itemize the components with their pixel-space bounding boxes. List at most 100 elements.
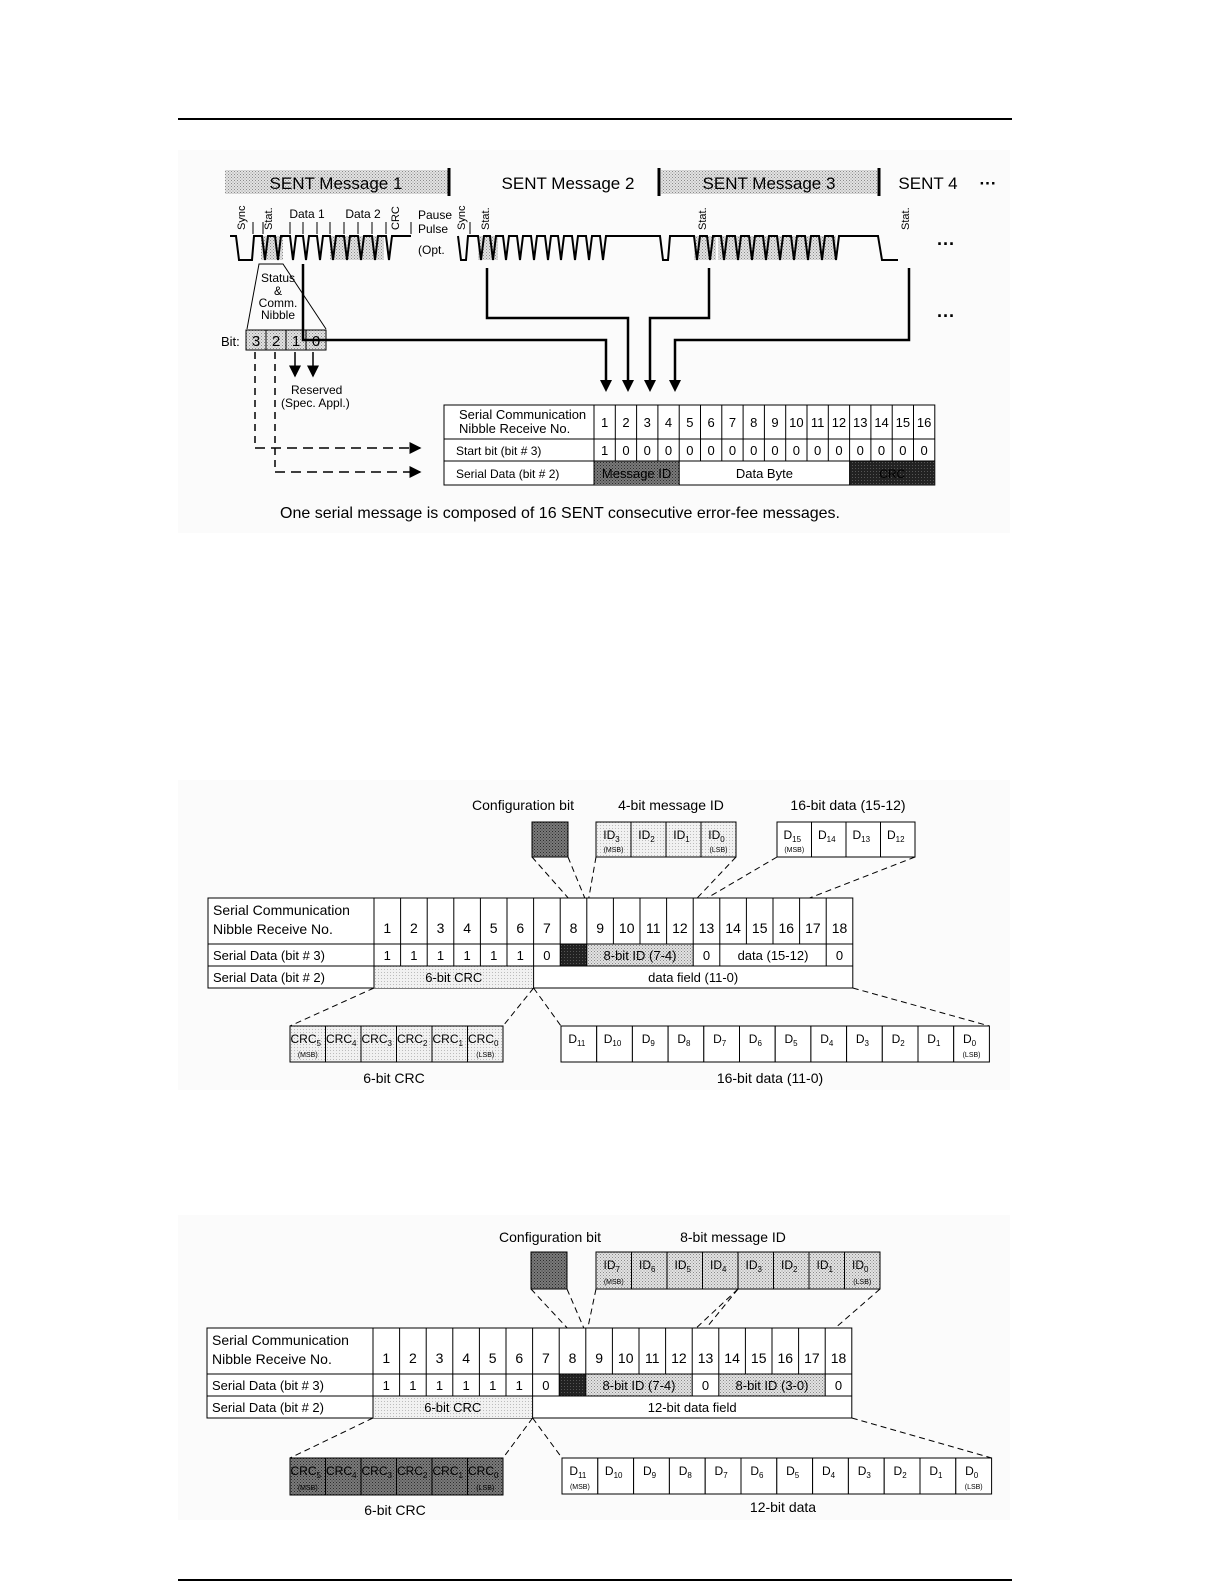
start-bit-value: 0 <box>899 443 906 458</box>
zoom-line <box>567 856 586 899</box>
nibble-ticks <box>252 222 471 234</box>
message-id-bit <box>630 821 667 858</box>
data-bottom-bit <box>810 1025 848 1063</box>
row-2-value: 0 <box>542 1378 549 1393</box>
start-bit-value: 0 <box>665 443 672 458</box>
table-header-line-2: Nibble Receive No. <box>459 421 570 436</box>
table-header-line-2: Nibble Receive No. <box>212 1351 332 1367</box>
crc-bit <box>467 1025 504 1063</box>
nibble-number: 15 <box>752 920 768 936</box>
data-field-cell: data field (11-0) <box>648 970 738 985</box>
nibble-number: 10 <box>618 1350 634 1366</box>
message-id-bit-note: (MSB) <box>604 847 624 854</box>
crc-bit-note: (MSB) <box>298 1485 318 1492</box>
nibble-number: 13 <box>699 920 715 936</box>
start-bit-value: 0 <box>729 443 736 458</box>
data-bottom-bit <box>561 1457 599 1495</box>
crc-bit-label: CRC0 <box>468 1464 499 1480</box>
nibble-number: 2 <box>410 920 418 936</box>
row-3-label: Serial Data (bit # 2) <box>213 970 325 985</box>
crc-bit-label: CRC1 <box>433 1464 464 1480</box>
row-2-value: 1 <box>410 948 417 963</box>
serial-data-label: Serial Data (bit # 2) <box>456 467 559 481</box>
nibble-number: 10 <box>789 415 803 430</box>
message-id-bit <box>702 1251 739 1290</box>
data-bottom-bit <box>668 1457 706 1495</box>
nibble-number: 17 <box>805 920 821 936</box>
nibble-number: 14 <box>874 415 888 430</box>
crc-bit-label: CRC3 <box>362 1464 393 1480</box>
signal-label-stat-4: Stat. <box>900 207 912 230</box>
crc-bit <box>467 1457 504 1496</box>
start-bit-value: 0 <box>835 443 842 458</box>
crc-bit-note: (LSB) <box>476 1052 494 1059</box>
message-connectors <box>301 264 911 380</box>
crc-bit <box>360 1457 397 1496</box>
config-bit-cell <box>560 944 587 966</box>
data-bottom-bit <box>667 1025 705 1063</box>
crc-bit <box>396 1025 433 1063</box>
figure-enhanced-4bit-id: Configuration bit 4-bit message ID 16-bi… <box>178 780 1010 1090</box>
zoom-line <box>587 1288 597 1329</box>
message-id-cell: Message ID <box>602 466 671 481</box>
data-top-bit-note: (MSB) <box>784 847 804 854</box>
config-bit-box <box>531 821 569 858</box>
nibble-number: 1 <box>382 1350 390 1366</box>
crc-bit-label: CRC2 <box>397 1032 428 1048</box>
nibble-number: 4 <box>463 920 471 936</box>
data-bottom-bit <box>881 1025 919 1063</box>
start-bit-value: 0 <box>686 443 693 458</box>
data-bottom-bit <box>846 1025 883 1063</box>
message-id-bit <box>595 821 632 858</box>
crc-bit-label: CRC5 <box>291 1032 322 1048</box>
table-header-line-2: Nibble Receive No. <box>213 921 333 937</box>
nibble-number: 12 <box>832 415 846 430</box>
message-ellipsis: ··· <box>980 174 997 193</box>
crc-shade <box>374 966 534 988</box>
id-high-cell: 8-bit ID (7-4) <box>603 1378 676 1393</box>
start-bit-value: 0 <box>921 443 928 458</box>
nibble-number: 13 <box>698 1350 714 1366</box>
nibble-number: 18 <box>832 920 848 936</box>
row-2-value: 1 <box>490 948 497 963</box>
crc-caption: 6-bit CRC <box>363 1070 424 1086</box>
crc-bit-label: CRC5 <box>291 1464 322 1480</box>
message-id-label: 8-bit message ID <box>680 1229 786 1245</box>
zoom-line <box>289 1417 374 1459</box>
zoom-line <box>502 1417 534 1459</box>
nibble-number: 4 <box>462 1350 470 1366</box>
zoom-line <box>532 1417 563 1459</box>
config-bit-label: Configuration bit <box>472 797 574 813</box>
nibble-number: 5 <box>490 920 498 936</box>
status-zoom-lines <box>246 263 327 330</box>
nibble-number: 3 <box>436 1350 444 1366</box>
nibble-number: 6 <box>515 1350 523 1366</box>
data-bottom-bit <box>774 1025 812 1063</box>
bit-0: 0 <box>312 333 320 350</box>
waveform-path <box>230 235 898 261</box>
message-id-bit <box>665 821 702 858</box>
nibble-number: 5 <box>489 1350 497 1366</box>
message-id-shade <box>594 461 680 485</box>
data-byte-cell: Data Byte <box>736 466 793 481</box>
zoom-line <box>809 856 916 899</box>
id-high-shade <box>585 1374 693 1396</box>
data-bottom-bit <box>847 1457 885 1495</box>
nibble-number: 15 <box>896 415 910 430</box>
crc-shade <box>849 461 935 485</box>
row-2-value: 0 <box>543 948 550 963</box>
nibble-number: 6 <box>516 920 524 936</box>
start-bit-value: 0 <box>644 443 651 458</box>
message-id-bit <box>737 1251 774 1290</box>
nibble-number: 6 <box>708 415 715 430</box>
nibble-number: 5 <box>686 415 693 430</box>
signal-label-pulse: Pulse <box>418 222 448 236</box>
crc-bit-note: (MSB) <box>298 1052 318 1059</box>
nibble-number: 1 <box>601 415 608 430</box>
zoom-line <box>530 1288 568 1329</box>
data-top-bit <box>811 821 847 858</box>
